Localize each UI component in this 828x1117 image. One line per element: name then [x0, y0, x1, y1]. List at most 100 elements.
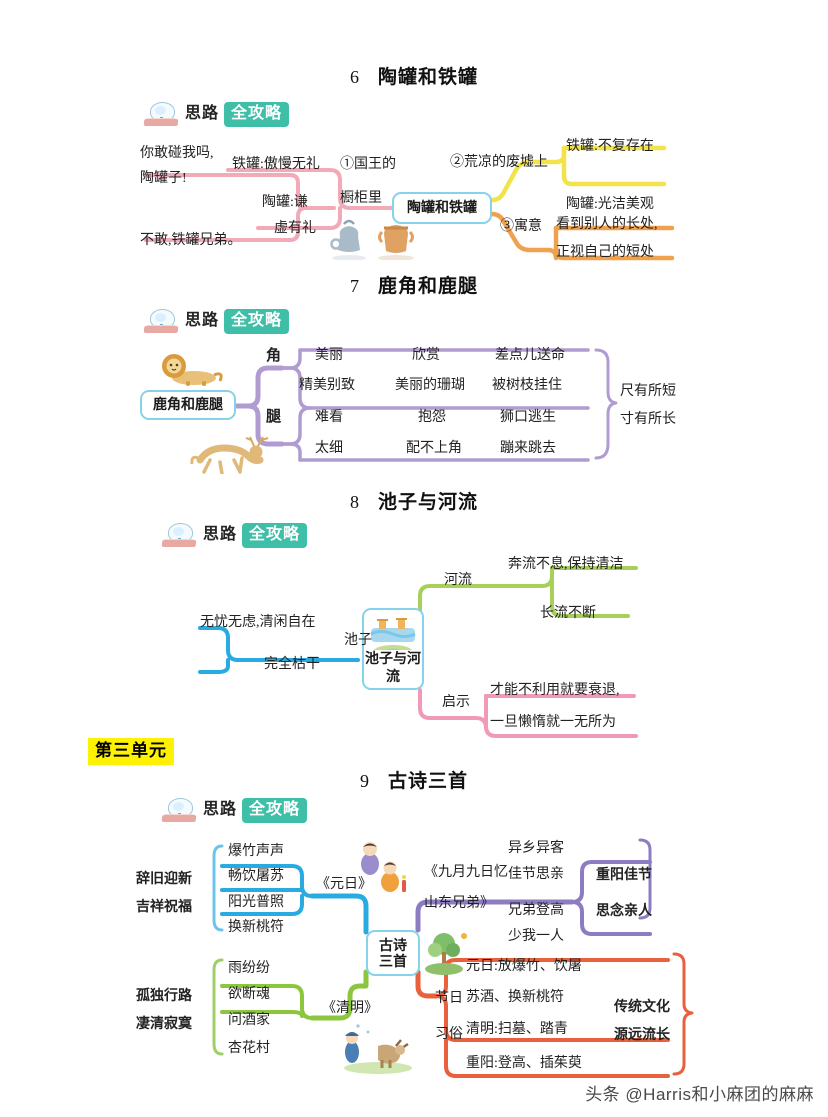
- section-name-7: 鹿角和鹿腿: [377, 276, 478, 297]
- jiuyue-item3: 兄弟登高: [508, 903, 564, 918]
- row3-col2: 抱怨: [418, 410, 446, 425]
- children-firecracker-illustration: [361, 842, 406, 892]
- shepherd-illustration: [344, 1024, 412, 1074]
- book-lamp-icon: [160, 522, 200, 548]
- section-title-8: 8 池子与河流: [0, 487, 828, 514]
- pool-item2: 完全枯干: [264, 657, 320, 672]
- branch3-label: ③寓意: [500, 219, 542, 234]
- section-number-6: 6: [349, 67, 360, 87]
- row2-col3: 被树枝挂住: [492, 378, 562, 393]
- center-node-8: 池子与河流: [362, 608, 424, 690]
- yuanri-item3: 阳光普照: [228, 895, 284, 910]
- jiuyue-item4: 少我一人: [508, 929, 564, 944]
- section-title-9: 9 古诗三首: [0, 766, 828, 793]
- horn-label: 角: [266, 347, 282, 364]
- branch2-item1: 铁罐:不复存在: [566, 139, 654, 154]
- custom-right-line1: 传统文化: [614, 998, 670, 1014]
- center-node-7: 鹿角和鹿腿: [140, 390, 236, 420]
- leg-label: 腿: [266, 408, 282, 425]
- badge-label-left: 思路: [185, 105, 220, 122]
- center-node-label-9-line2: 三首: [379, 953, 407, 969]
- branch3-item2: 正视自己的短处: [556, 245, 654, 260]
- unit-tag: 第三单元: [88, 738, 174, 765]
- branch2-item2: 陶罐:光洁美观: [566, 197, 654, 212]
- book-lamp-icon: [142, 308, 182, 334]
- row3-col3: 狮口逃生: [500, 410, 556, 425]
- section-number-9: 9: [359, 771, 370, 791]
- badge-siluquangonglue-7: 思路 全攻略: [142, 308, 290, 334]
- center-node-6: 陶罐和铁罐: [392, 192, 492, 224]
- qingming-item2: 欲断魂: [228, 987, 270, 1002]
- clay-trait-line2: 虚有礼: [274, 221, 316, 236]
- qingming-title: 《清明》: [322, 1001, 378, 1016]
- badge-label-left: 思路: [203, 526, 238, 543]
- pool-label: 池子: [344, 633, 372, 648]
- section-number-7: 7: [349, 276, 360, 296]
- badge-siluquangonglue-6: 思路 全攻略: [142, 101, 290, 127]
- conclusion-line2: 寸有所长: [620, 412, 676, 427]
- section-name-8: 池子与河流: [377, 492, 478, 513]
- river-item2: 长流不断: [540, 606, 596, 621]
- yuanri-item4: 换新桃符: [228, 920, 284, 935]
- branch1-line1: ①国王的: [340, 157, 396, 172]
- badge-label-right: 全攻略: [224, 101, 290, 127]
- iron-trait: 铁罐:傲慢无礼: [232, 157, 320, 172]
- badge-siluquangonglue-9: 思路 全攻略: [160, 797, 308, 823]
- qingming-item1: 雨纷纷: [228, 961, 270, 976]
- yuanri-item1: 爆竹声声: [228, 844, 284, 859]
- clay-trait-line1: 陶罐:谦: [262, 195, 308, 210]
- row3-col1: 难看: [315, 410, 343, 425]
- conclusion-line1: 尺有所短: [620, 384, 676, 399]
- river-item1: 奔流不息,保持清洁: [508, 557, 624, 572]
- lesson-item2: 一旦懒惰就一无所为: [490, 715, 616, 730]
- quote-top-line2: 陶罐子!: [140, 171, 187, 186]
- branch2-label: ②荒凉的废墟上: [450, 155, 548, 170]
- yuanri-title: 《元日》: [316, 877, 372, 892]
- center-node-label-7: 鹿角和鹿腿: [153, 396, 223, 413]
- custom-item1: 元日:放爆竹、饮屠: [466, 959, 582, 974]
- jiuyue-title-line1: 《九月九日忆: [424, 865, 508, 880]
- lesson-label: 启示: [442, 695, 470, 710]
- festival-label: 节日: [435, 991, 463, 1006]
- section-name-9: 古诗三首: [387, 771, 468, 792]
- center-node-label-6: 陶罐和铁罐: [407, 199, 477, 216]
- tree-illustration: [425, 933, 467, 975]
- lesson-item1: 才能不利用就要衰退,: [490, 683, 620, 698]
- custom-item3: 清明:扫墓、踏青: [466, 1022, 568, 1037]
- section-name-6: 陶罐和铁罐: [377, 67, 478, 88]
- qingming-item3: 问酒家: [228, 1013, 270, 1028]
- center-node-label-9-line1: 古诗: [379, 936, 407, 953]
- row4-col3: 蹦来跳去: [500, 441, 556, 456]
- qingming-item4: 杏花村: [228, 1041, 270, 1056]
- badge-label-left: 思路: [203, 801, 238, 818]
- river-label: 河流: [444, 573, 472, 588]
- row1-col2: 欣赏: [412, 348, 440, 363]
- deer-illustration: [190, 436, 269, 474]
- jiuyue-item2: 佳节思亲: [508, 867, 564, 882]
- custom-label: 习俗: [435, 1027, 463, 1042]
- custom-item2: 苏酒、换新桃符: [466, 990, 564, 1005]
- pool-item1: 无忧无虑,清闲自在: [200, 615, 316, 630]
- jiuyue-title-line2: 山东兄弟》: [424, 896, 494, 911]
- section-title-7: 7 鹿角和鹿腿: [0, 271, 828, 298]
- pond-river-illustration: [370, 618, 416, 650]
- section-number-8: 8: [349, 492, 360, 512]
- qingming-left-line2: 凄清寂寞: [136, 1015, 192, 1031]
- branch1-line2: 橱柜里: [340, 191, 382, 206]
- yuanri-left-line1: 辞旧迎新: [136, 870, 192, 886]
- badge-label-right: 全攻略: [242, 522, 308, 548]
- badge-label-left: 思路: [185, 312, 220, 329]
- row4-col1: 太细: [315, 441, 343, 456]
- row1-col3: 差点儿送命: [495, 348, 565, 363]
- quote-bottom: 不敢,铁罐兄弟。: [140, 233, 242, 248]
- badge-siluquangonglue-8: 思路 全攻略: [160, 522, 308, 548]
- section-title-6: 6 陶罐和铁罐: [0, 62, 828, 89]
- custom-right-line2: 源远流长: [614, 1026, 670, 1042]
- quote-top-line1: 你敢碰我吗,: [140, 146, 214, 161]
- watermark: 头条 @Harris和小麻团的麻麻: [585, 1085, 814, 1104]
- jiuyue-right-line2: 思念亲人: [596, 902, 652, 918]
- row2-col2: 美丽的珊瑚: [395, 378, 465, 393]
- row1-col1: 美丽: [315, 348, 343, 363]
- branch3-item1: 看到别人的长处,: [556, 217, 658, 232]
